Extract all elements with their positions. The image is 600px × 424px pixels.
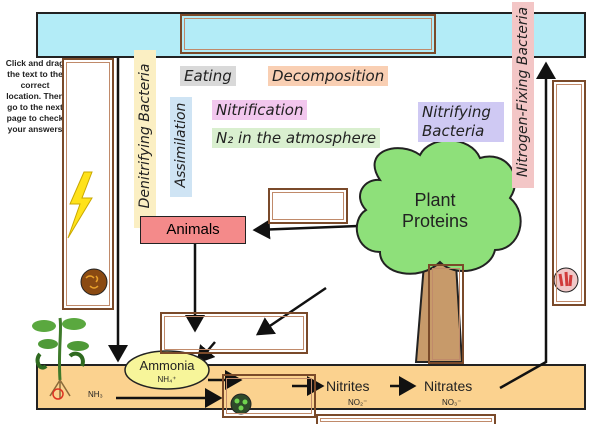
drop-box-trunk[interactable] [428, 264, 464, 364]
animals-box: Animals [140, 216, 246, 244]
drag-label-denitrifying-bacteria[interactable]: Denitrifying Bacteria [134, 50, 156, 228]
drop-box-atmosphere[interactable] [180, 14, 436, 54]
denitrifying-bacteria-icon [80, 268, 108, 296]
nitrates-formula: NO₃⁻ [442, 398, 462, 407]
tree-canopy [355, 139, 522, 275]
ammonia-formula: NH₄⁺ [157, 375, 177, 384]
drop-box-right-vertical[interactable] [552, 80, 586, 306]
arrow-diagonal [255, 286, 327, 336]
arrow-plant-to-box [252, 219, 359, 240]
drag-label-nitrification[interactable]: Nitrification [212, 100, 308, 120]
nitrogen-fixing-text: Nitrogen-Fixing Bacteria [515, 6, 531, 178]
plant-proteins-line1: Plant [414, 190, 456, 210]
ammonia-bubble [124, 350, 210, 390]
nitrites-formula: NO₂⁻ [348, 398, 368, 407]
nitrates-label: Nitrates [424, 378, 473, 394]
assimilation-text: Assimilation [173, 102, 189, 188]
nh3-label: NH₃ [88, 390, 103, 399]
denitrifying-text: Denitrifying Bacteria [137, 63, 153, 209]
drop-box-decomposition[interactable] [160, 312, 308, 354]
drag-label-nitrifying-bacteria[interactable]: Nitrifying Bacteria [418, 102, 504, 142]
drag-label-decomposition[interactable]: Decomposition [268, 66, 389, 86]
drag-label-eating[interactable]: Eating [180, 66, 236, 86]
drop-box-left-vertical[interactable] [62, 58, 114, 310]
drag-label-n2-atmosphere[interactable]: N₂ in the atmosphere [212, 128, 381, 148]
fixation-path [499, 61, 556, 390]
nitrifying-line2: Bacteria [422, 122, 485, 140]
drop-box-plant-to-animals[interactable] [268, 188, 348, 224]
instructions-text: Click and drag the text to the correct l… [5, 58, 65, 134]
lightning-bolt-icon [67, 171, 93, 239]
ammonia-label: Ammonia [139, 358, 195, 373]
nitrifying-line1: Nitrifying [422, 103, 491, 121]
nitrites-label: Nitrites [326, 378, 370, 394]
plant-proteins-label: Plant Proteins [390, 190, 480, 232]
drop-box-bottom[interactable] [316, 414, 496, 424]
drag-label-assimilation[interactable]: Assimilation [170, 97, 192, 197]
root-nodule-icon [52, 388, 64, 400]
plant-proteins-line2: Proteins [401, 211, 469, 231]
drag-label-nitrogen-fixing-bacteria[interactable]: Nitrogen-Fixing Bacteria [512, 2, 534, 188]
pea-plant-icon [32, 317, 89, 398]
drop-box-nitrification[interactable] [222, 374, 316, 418]
